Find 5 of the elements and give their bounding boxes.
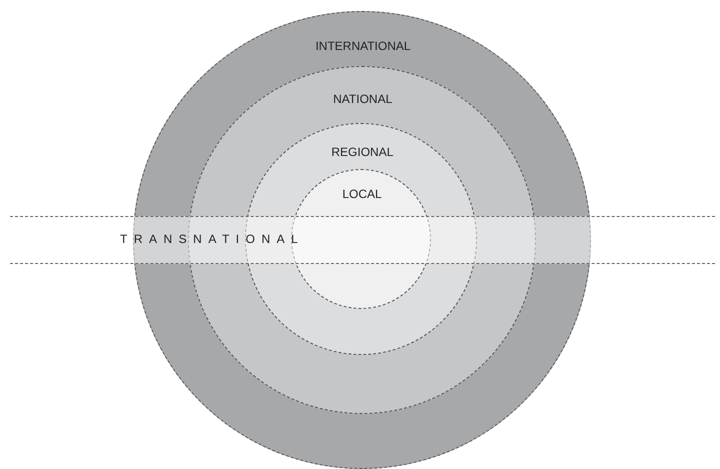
scale-label: INTERNATIONAL bbox=[315, 39, 411, 53]
scale-label: REGIONAL bbox=[331, 145, 394, 160]
band-label: TRANSNATIONAL bbox=[120, 232, 304, 246]
scale-label: LOCAL bbox=[342, 187, 382, 202]
scale-label: NATIONAL bbox=[333, 92, 392, 106]
